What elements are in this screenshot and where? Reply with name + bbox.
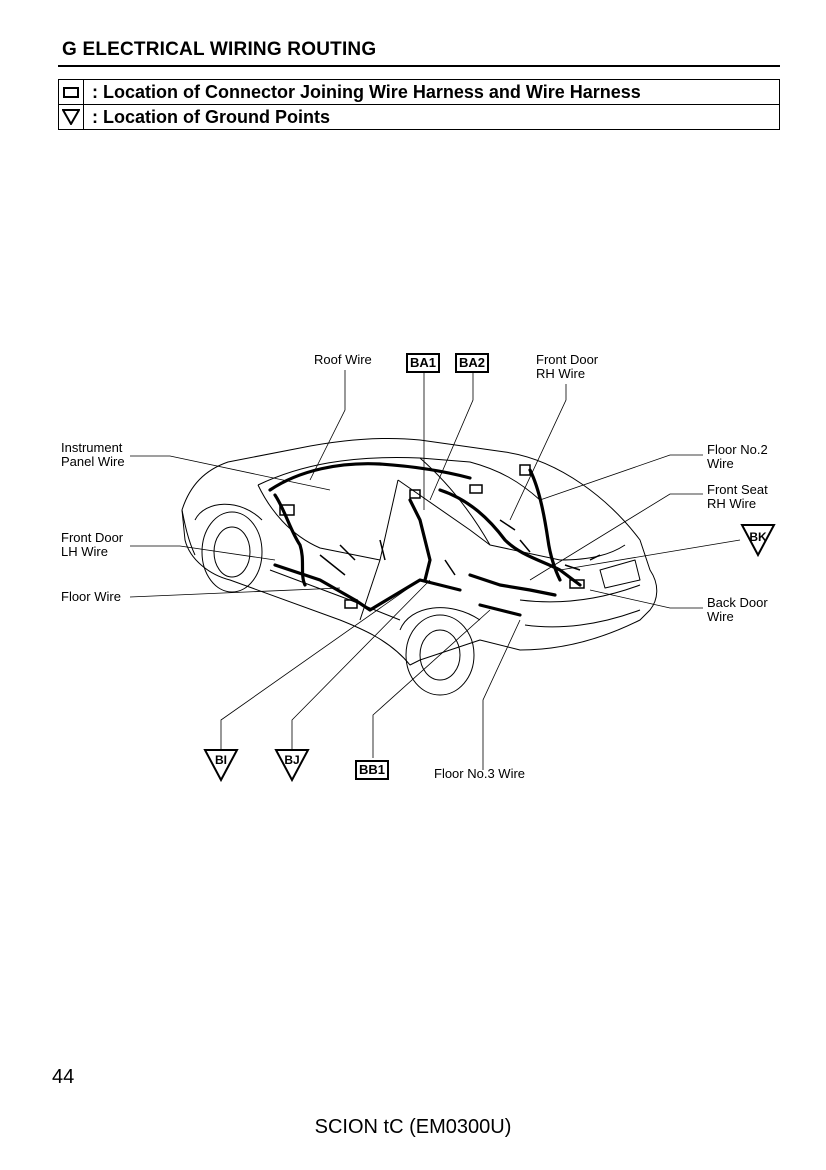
ground-triangle-bk-icon bbox=[740, 524, 776, 558]
leader-front-door-lh bbox=[130, 545, 276, 561]
connector-tag-ba2: BA2 bbox=[455, 353, 490, 373]
harness-rear bbox=[438, 488, 582, 587]
front-wheel bbox=[201, 511, 263, 593]
label-floor-no3-wire: Floor No.3 Wire bbox=[434, 766, 526, 781]
leader-bk bbox=[559, 539, 741, 571]
harness-rh-door bbox=[528, 468, 562, 582]
harness-floor2 bbox=[468, 573, 557, 597]
page-footer: SCION tC (EM0300U) bbox=[314, 1116, 512, 1138]
connector-mark bbox=[344, 599, 358, 609]
leader-bj bbox=[291, 579, 431, 750]
side-sill bbox=[269, 569, 401, 621]
leader-front-door-rh bbox=[509, 384, 567, 521]
leader-bi bbox=[220, 579, 421, 750]
ground-triangle-icon bbox=[62, 109, 80, 125]
legend-symbol-cell bbox=[59, 105, 84, 129]
connector-mark bbox=[409, 489, 421, 499]
leader-front-seat-rh bbox=[529, 493, 703, 581]
leader-roof-wire bbox=[309, 370, 346, 481]
car-body-outline bbox=[181, 437, 658, 666]
connector-tag-text: BA1 bbox=[410, 355, 437, 370]
leader-instrument bbox=[130, 455, 331, 491]
legend-row-connector: : Location of Connector Joining Wire Har… bbox=[59, 80, 779, 104]
ground-triangle-bj-icon bbox=[274, 749, 310, 783]
rear-trunk bbox=[519, 584, 641, 628]
leader-bb1 bbox=[372, 609, 491, 758]
label-floor-wire: Floor Wire bbox=[61, 589, 121, 604]
ground-triangle-bi-icon bbox=[203, 749, 239, 783]
label-floor-no2-line2: Wire bbox=[707, 456, 734, 471]
harness-branch-1 bbox=[319, 539, 456, 576]
label-front-door-rh-line2: RH Wire bbox=[536, 366, 586, 381]
leader-ba2 bbox=[429, 372, 474, 501]
label-floor-no2-line1: Floor No.2 bbox=[707, 442, 768, 457]
label-front-seat-rh-line2: RH Wire bbox=[707, 496, 757, 511]
legend-connector-text: : Location of Connector Joining Wire Har… bbox=[92, 81, 641, 102]
legend-ground-text: : Location of Ground Points bbox=[92, 106, 330, 127]
label-front-door-lh-line1: Front Door bbox=[61, 530, 124, 545]
connector-tag-text: BA2 bbox=[459, 355, 486, 370]
label-front-door-lh-line2: LH Wire bbox=[61, 544, 108, 559]
door-line bbox=[359, 479, 491, 621]
label-front-door-rh-line1: Front Door bbox=[536, 352, 599, 367]
front-bumper bbox=[181, 509, 196, 556]
legend-table: : Location of Connector Joining Wire Har… bbox=[58, 79, 780, 130]
connector-box-icon bbox=[63, 86, 79, 98]
label-instrument-panel-line1: Instrument bbox=[61, 440, 123, 455]
connector-tag-ba1: BA1 bbox=[406, 353, 441, 373]
label-instrument-panel-line2: Panel Wire bbox=[61, 454, 125, 469]
label-front-seat-rh-line1: Front Seat bbox=[707, 482, 768, 497]
harness-roof bbox=[268, 462, 472, 492]
rear-wheel bbox=[405, 614, 475, 696]
connector-mark bbox=[569, 579, 585, 589]
page-number: 44 bbox=[52, 1066, 75, 1088]
harness-floor bbox=[273, 563, 462, 612]
front-wheel-rim bbox=[213, 526, 251, 578]
rear-wheel-arch bbox=[399, 607, 481, 631]
windshield-outline bbox=[257, 479, 399, 561]
ground-label-bk: BK bbox=[749, 530, 767, 544]
legend-symbol-cell bbox=[59, 80, 84, 104]
title-rule bbox=[58, 65, 780, 67]
harness-center bbox=[408, 498, 432, 582]
label-back-door-line1: Back Door bbox=[707, 595, 768, 610]
connector-mark bbox=[519, 464, 531, 476]
harness-branch-2 bbox=[499, 519, 601, 571]
section-title: G ELECTRICAL WIRING ROUTING bbox=[62, 39, 377, 60]
harness-floor3 bbox=[478, 603, 522, 617]
connector-tag-bb1: BB1 bbox=[355, 760, 390, 780]
connector-mark bbox=[279, 504, 295, 516]
car-roof-outline bbox=[257, 457, 541, 501]
leader-floor-wire bbox=[129, 587, 341, 598]
legend-row-ground: : Location of Ground Points bbox=[59, 104, 779, 129]
label-roof-wire: Roof Wire bbox=[314, 352, 372, 367]
leader-back-door bbox=[589, 589, 703, 609]
leader-floor-no3 bbox=[482, 619, 521, 770]
rear-wheel-rim bbox=[419, 629, 461, 681]
connector-tag-text: BB1 bbox=[359, 762, 386, 777]
leader-floor-no2 bbox=[539, 454, 703, 501]
ground-label-bj: BJ bbox=[284, 753, 300, 767]
tail-light bbox=[599, 559, 641, 589]
label-back-door-line2: Wire bbox=[707, 609, 734, 624]
connector-mark bbox=[469, 484, 483, 494]
front-wheel-arch bbox=[194, 503, 263, 521]
ground-label-bi: BI bbox=[215, 753, 227, 767]
